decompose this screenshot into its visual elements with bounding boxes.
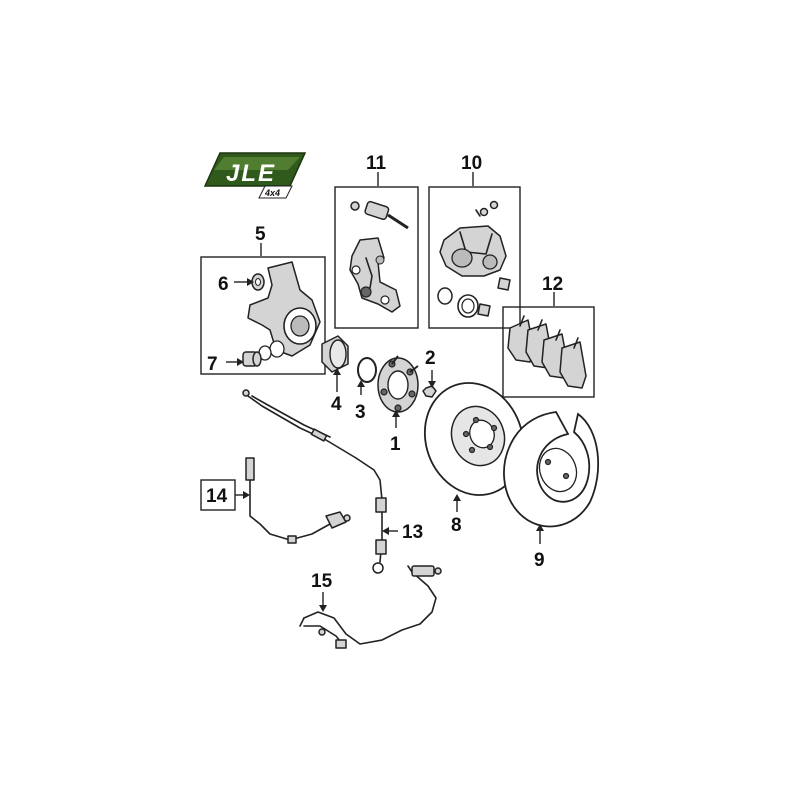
wheel-bearing-part	[321, 335, 349, 373]
bush-part-7	[242, 351, 262, 367]
bush-part-6	[251, 273, 265, 291]
callout-labels: 1 2 3 4 5 6 7 8 9 10 11 12 13 14 15	[206, 153, 563, 592]
box-12-pads	[502, 306, 595, 398]
box-10-caliper	[428, 186, 521, 329]
knuckle-part	[247, 261, 321, 361]
callout-6: 6	[218, 274, 229, 295]
leader-lines	[226, 172, 555, 612]
circlip-part	[357, 357, 377, 383]
box-5-knuckle	[200, 256, 326, 375]
jle-logo: JLE 4x4	[203, 152, 307, 199]
callout-12: 12	[542, 274, 563, 295]
callout-10: 10	[461, 153, 482, 174]
callout-3: 3	[355, 402, 366, 423]
abs-sensor-part	[245, 457, 351, 544]
backplate-part	[503, 411, 600, 528]
brake-hose-part	[242, 389, 387, 574]
brake-disc-part	[423, 382, 525, 496]
sensor-harness-part	[299, 565, 442, 649]
caliper-carrier-part	[349, 200, 409, 313]
callout-1: 1	[390, 434, 401, 455]
callout-14: 14	[206, 486, 228, 507]
callout-7: 7	[207, 354, 218, 375]
bolt-part	[422, 385, 437, 398]
callout-11: 11	[366, 153, 387, 174]
brake-pads-part	[507, 315, 587, 389]
callout-9: 9	[534, 550, 545, 571]
callout-2: 2	[425, 348, 436, 369]
callout-8: 8	[451, 515, 462, 536]
brake-caliper-part	[437, 200, 511, 318]
logo-subtext: 4x4	[264, 188, 280, 198]
callout-5: 5	[255, 224, 266, 245]
callout-13: 13	[402, 522, 423, 543]
callout-15: 15	[311, 571, 333, 592]
box-11-carrier	[334, 186, 419, 329]
wheel-hub-part	[377, 355, 419, 413]
callout-4: 4	[331, 394, 342, 415]
logo-text: JLE	[226, 160, 276, 187]
